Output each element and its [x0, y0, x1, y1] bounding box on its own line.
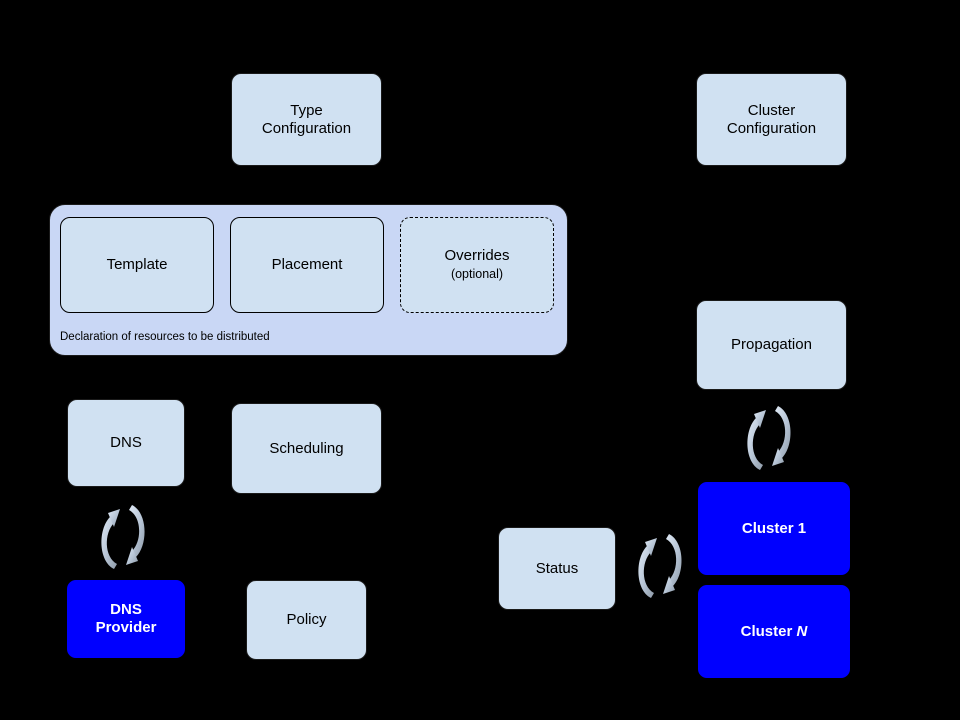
sync-arrows-icon — [101, 505, 145, 569]
node-status-label: Status — [535, 559, 579, 577]
node-policy[interactable]: Policy — [246, 580, 367, 660]
node-cluster-1[interactable]: Cluster 1 — [698, 482, 850, 575]
cluster-configuration-line-1: Cluster — [747, 101, 796, 119]
node-propagation[interactable]: Propagation — [696, 300, 847, 390]
node-cluster-n[interactable]: Cluster N — [698, 585, 850, 678]
dns-provider-line-2: Provider — [95, 619, 157, 636]
cluster-1-suffix: 1 — [797, 519, 807, 537]
node-dns[interactable]: DNS — [67, 399, 185, 487]
type-configuration-line-2: Configuration — [261, 119, 352, 137]
node-dns-provider[interactable]: DNS Provider — [67, 580, 185, 658]
node-policy-label: Policy — [286, 611, 327, 629]
sync-arrows-icon-status — [625, 524, 695, 608]
sync-arrows-icon-dns — [88, 495, 158, 579]
node-type-configuration-label: Type Configuration — [232, 102, 381, 137]
node-template[interactable]: Template — [60, 217, 214, 313]
node-dns-label: DNS — [110, 434, 142, 452]
node-type-configuration[interactable]: Type Configuration — [231, 73, 382, 166]
node-scheduling-label: Scheduling — [269, 439, 344, 457]
node-cluster-1-label: Cluster 1 — [699, 520, 849, 538]
node-placement[interactable]: Placement — [230, 217, 384, 313]
dns-provider-line-1: DNS — [110, 601, 142, 619]
overrides-line-1: Overrides — [444, 247, 510, 265]
overrides-line-2: (optional) — [450, 267, 504, 281]
sync-arrows-icon — [747, 406, 791, 470]
node-template-label: Template — [106, 256, 168, 274]
node-propagation-label: Propagation — [731, 336, 812, 354]
cluster-n-suffix: N — [796, 622, 808, 640]
node-cluster-configuration[interactable]: Cluster Configuration — [696, 73, 847, 166]
node-cluster-configuration-label: Cluster Configuration — [697, 102, 846, 137]
sync-arrows-icon-propagation — [734, 396, 804, 480]
cluster-n-prefix: Cluster — [740, 622, 797, 640]
type-configuration-line-1: Type — [290, 101, 323, 119]
sync-arrows-icon — [638, 534, 682, 598]
node-placement-label: Placement — [271, 256, 343, 274]
node-cluster-n-label: Cluster N — [699, 623, 849, 641]
cluster-1-prefix: Cluster — [741, 519, 798, 537]
node-status[interactable]: Status — [498, 527, 616, 610]
node-overrides-label: Overrides (optional) — [401, 247, 553, 282]
node-scheduling[interactable]: Scheduling — [231, 403, 382, 494]
node-overrides[interactable]: Overrides (optional) — [400, 217, 554, 313]
panel-caption-declaration: Declaration of resources to be distribut… — [60, 331, 270, 343]
cluster-configuration-line-2: Configuration — [726, 119, 817, 137]
node-dns-provider-label: DNS Provider — [68, 601, 184, 636]
